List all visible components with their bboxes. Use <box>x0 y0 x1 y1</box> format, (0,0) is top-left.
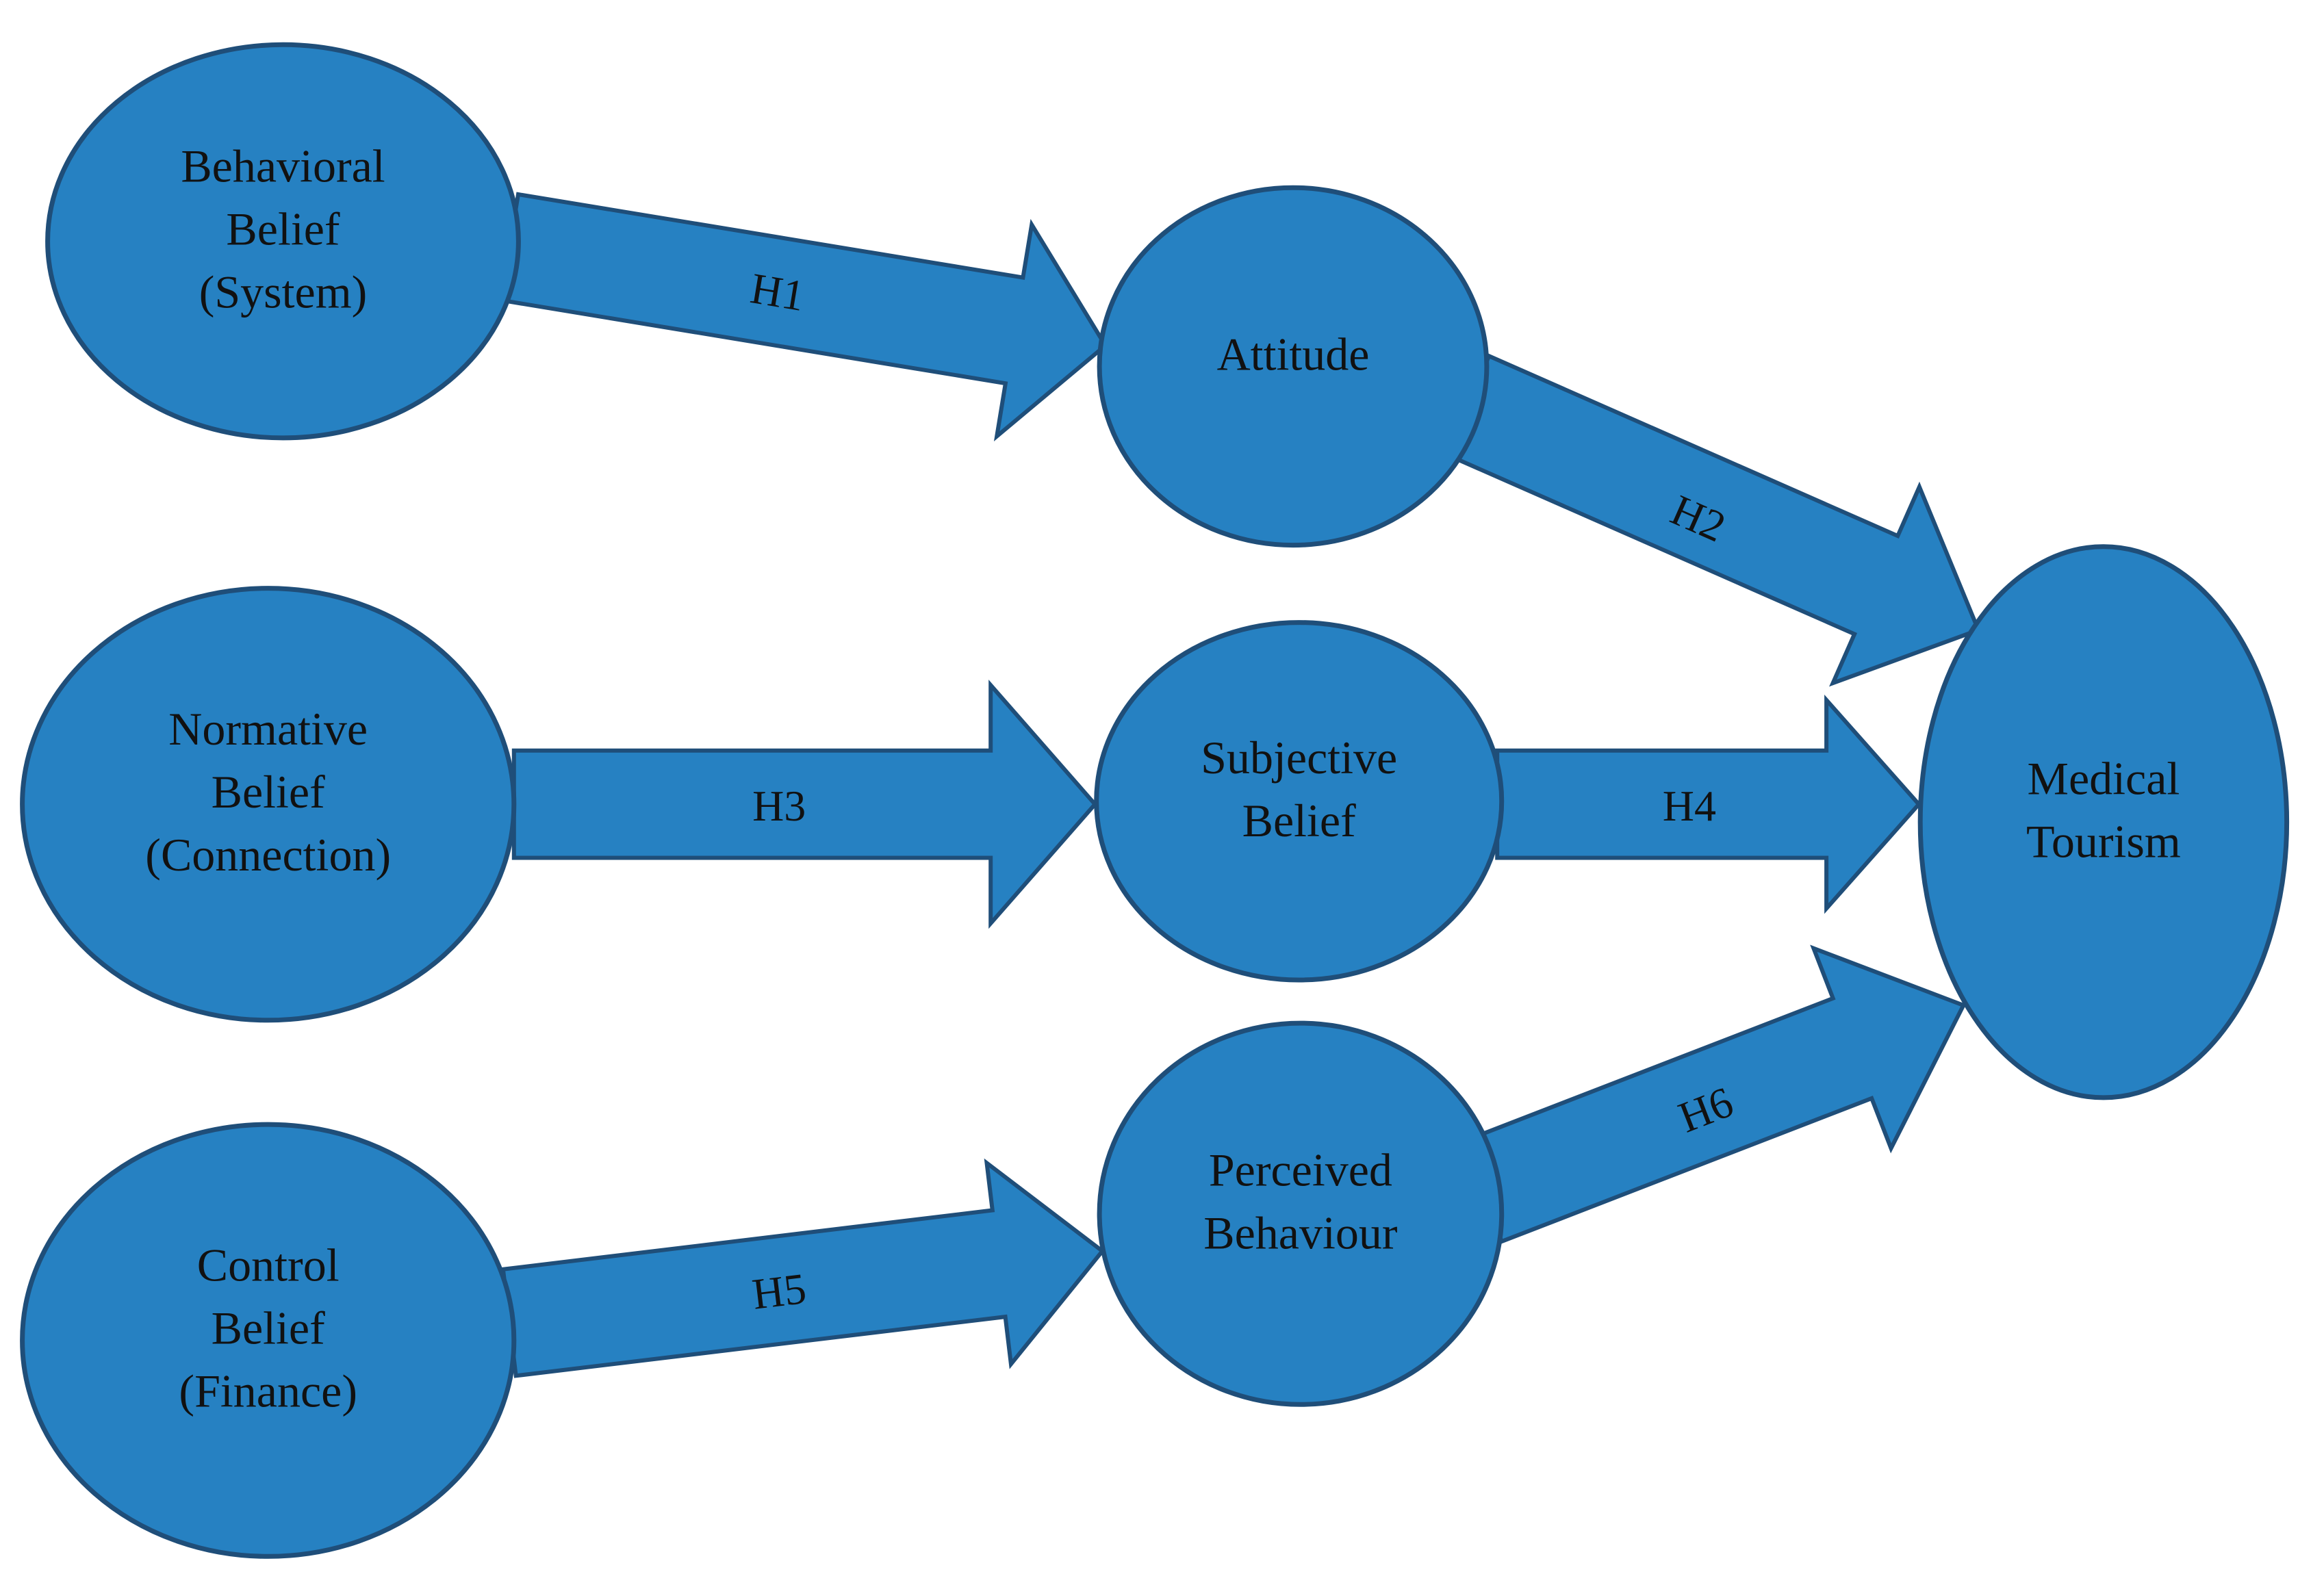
node-label-line: Attitude <box>1217 328 1370 380</box>
node-label-line: (Finance) <box>179 1365 357 1417</box>
node-label-line: Behavioral <box>181 140 385 192</box>
node-shape-attitude <box>1097 185 1490 548</box>
node-label-line: Normative <box>168 703 368 755</box>
arrow-h1 <box>498 192 1108 441</box>
arrow-label-h1: H1 <box>748 263 808 320</box>
node-shape-control-belief <box>20 1122 517 1559</box>
node-label-line: Belief <box>1242 795 1357 847</box>
node-label-line: Belief <box>212 1302 326 1354</box>
node-shape-normative-belief <box>20 586 517 1023</box>
node-shape-perceived-behaviour <box>1097 1020 1505 1407</box>
node-label-line: Subjective <box>1201 732 1397 784</box>
arrow-label-h3: H3 <box>752 782 806 830</box>
arrow-h2 <box>1443 353 1982 687</box>
node-label-line: Tourism <box>2026 815 2181 867</box>
nodes-layer: BehavioralBelief(System)NormativeBelief(… <box>20 42 2290 1559</box>
node-label-line: Medical <box>2028 752 2180 804</box>
node-attitude: Attitude <box>1097 185 1490 548</box>
arrow-h3 <box>511 680 1098 929</box>
node-shape-medical-tourism <box>1917 544 2290 1100</box>
node-label-line: Perceived <box>1209 1144 1392 1196</box>
node-label-line: Belief <box>226 203 340 255</box>
arrow-h6 <box>1460 944 1967 1244</box>
node-label-line: Belief <box>212 766 326 818</box>
node-label-line: (Connection) <box>145 829 391 881</box>
arrow-h5 <box>500 1158 1106 1378</box>
node-label-line: Behaviour <box>1203 1207 1398 1259</box>
arrow-label-h4: H4 <box>1663 782 1716 830</box>
node-label-line: (System) <box>199 266 368 318</box>
node-shape-behavioral-belief <box>45 42 521 441</box>
arrow-label-h5: H5 <box>750 1264 808 1319</box>
node-label-line: Control <box>197 1239 340 1291</box>
node-shape-subjective-belief <box>1094 620 1505 983</box>
arrows-layer <box>498 192 1982 1378</box>
arrow-h4 <box>1495 694 1922 914</box>
